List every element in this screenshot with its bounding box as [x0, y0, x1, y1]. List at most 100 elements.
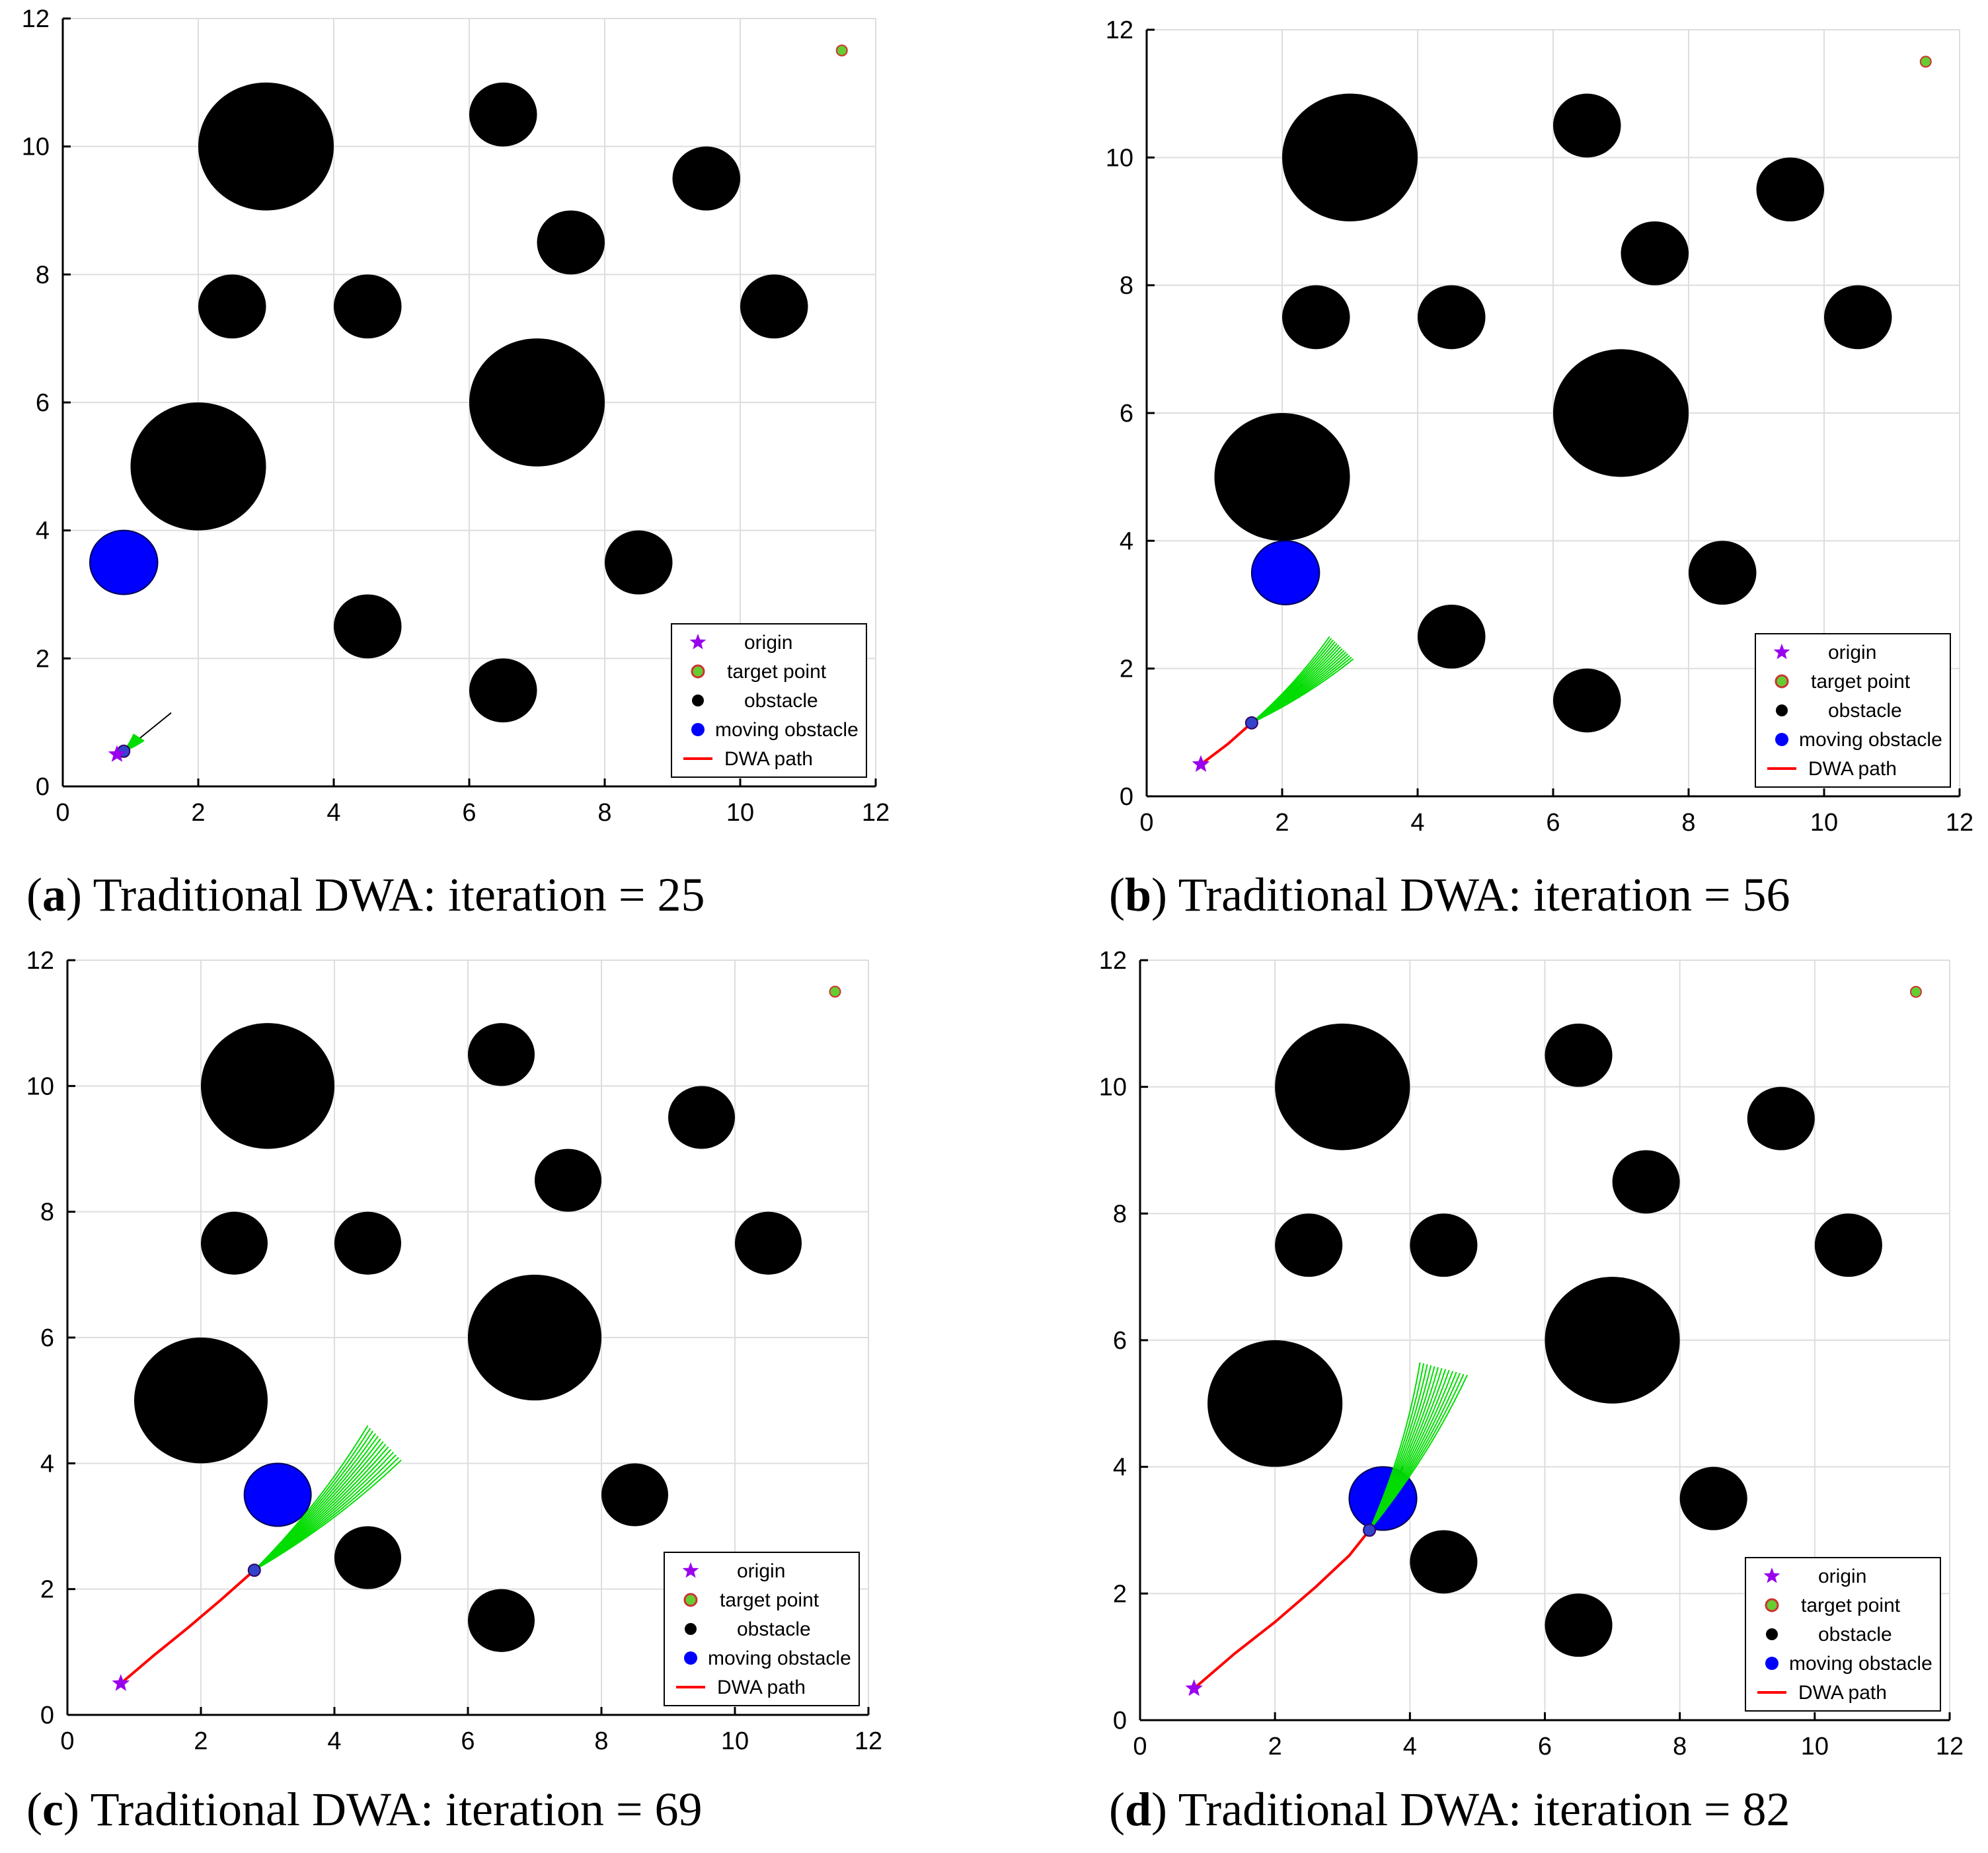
target-marker	[1919, 56, 1932, 68]
legend-obstacle-icon	[685, 1623, 697, 1635]
x-tick-label: 2	[1268, 1733, 1282, 1760]
y-tick-label: 4	[1120, 527, 1133, 555]
obstacle-marker	[468, 1274, 601, 1401]
x-tick-label: 8	[1681, 809, 1695, 837]
robot-marker	[247, 1564, 261, 1577]
x-tick-label: 4	[326, 799, 340, 827]
x-tick-label: 10	[1810, 809, 1838, 837]
obstacle-marker	[668, 1086, 735, 1149]
x-tick-label: 4	[1410, 809, 1424, 837]
obstacle-marker	[1275, 1023, 1410, 1151]
obstacle-marker	[1689, 541, 1757, 605]
obstacle-marker	[1545, 1277, 1680, 1404]
obstacle-marker	[130, 402, 266, 531]
obstacle-marker	[1747, 1086, 1815, 1151]
obstacle-marker	[469, 658, 537, 723]
x-tick-label: 12	[1946, 809, 1973, 837]
legend-moving-obstacle-icon	[1765, 1657, 1778, 1670]
y-tick-label: 6	[40, 1324, 54, 1352]
caption-paren-open: (	[26, 1783, 42, 1836]
legend-label: target point	[727, 661, 827, 683]
obstacle-marker	[201, 1211, 268, 1275]
panel-caption: (c) Traditional DWA: iteration = 69	[26, 1783, 702, 1836]
obstacle-marker	[1545, 1023, 1613, 1087]
caption-text: Traditional DWA: iteration = 82	[1167, 1783, 1790, 1836]
obstacle-marker	[334, 1211, 401, 1275]
legend-box	[664, 1552, 860, 1706]
legend: origin target point obstacle moving obstacl…	[1745, 1557, 1941, 1712]
legend-label: moving obstacle	[1799, 729, 1942, 751]
target-marker	[829, 985, 841, 998]
legend-label: DWA path	[1798, 1682, 1887, 1704]
legend-label: obstacle	[1818, 1624, 1892, 1645]
legend-obstacle-icon	[692, 695, 704, 706]
y-tick-label: 2	[36, 645, 50, 673]
legend-moving-obstacle-icon	[684, 1651, 697, 1665]
y-tick-label: 8	[36, 261, 50, 289]
y-tick-label: 10	[1106, 144, 1133, 172]
legend-moving-obstacle-icon	[1775, 733, 1788, 746]
obstacle-marker	[469, 338, 605, 467]
trajectory-fan	[254, 1425, 402, 1571]
legend-label: obstacle	[737, 1618, 811, 1640]
panels: 0 2 4 6 8 10 12 0 2 4 6 8 10 12 origin target point obst…	[22, 5, 1973, 1836]
y-tick-label: 12	[1106, 17, 1133, 44]
legend-label: moving obstacle	[1789, 1653, 1932, 1675]
x-tick-label: 10	[726, 799, 754, 827]
legend-label: origin	[1818, 1566, 1866, 1587]
legend-label: DWA path	[724, 748, 813, 770]
obstacle-marker	[334, 594, 402, 659]
trajectory-line	[1251, 658, 1354, 724]
caption-text: Traditional DWA: iteration = 69	[79, 1783, 703, 1836]
obstacle-marker	[535, 1149, 601, 1212]
caption-text: Traditional DWA: iteration = 56	[1167, 868, 1790, 921]
robot-marker	[1244, 716, 1258, 730]
legend-label: origin	[744, 632, 792, 654]
legend-origin-icon	[1763, 1568, 1780, 1583]
legend-label: obstacle	[1828, 700, 1902, 722]
caption-text: Traditional DWA: iteration = 25	[82, 868, 705, 921]
dwa-path-line	[120, 1569, 256, 1684]
obstacle-marker	[1756, 157, 1824, 221]
data-layer	[89, 44, 848, 762]
obstacle-marker	[672, 146, 740, 211]
legend-target-icon	[683, 1593, 698, 1607]
caption-paren-close: )	[1151, 868, 1167, 921]
obstacle-marker	[334, 274, 402, 339]
legend-label: target point	[1801, 1595, 1901, 1616]
y-tick-label: 10	[26, 1073, 54, 1100]
legend-obstacle-icon	[1766, 1628, 1778, 1640]
y-tick-label: 6	[1113, 1327, 1127, 1355]
legend-label: moving obstacle	[715, 719, 859, 741]
legend-label: origin	[1828, 642, 1876, 663]
y-tick-label: 0	[40, 1702, 54, 1729]
obstacle-marker	[201, 1023, 334, 1149]
trajectory-fan	[1251, 636, 1354, 724]
trajectory-line	[254, 1459, 402, 1571]
x-tick-label: 0	[60, 1727, 74, 1755]
y-tick-label: 4	[40, 1450, 54, 1478]
moving-obstacle-marker	[1250, 540, 1320, 606]
obstacle-marker	[1418, 285, 1486, 350]
obstacle-marker	[1545, 1593, 1613, 1657]
panel-caption: (b) Traditional DWA: iteration = 56	[1109, 868, 1790, 921]
x-tick-label: 2	[191, 799, 205, 827]
obstacle-marker	[1679, 1466, 1747, 1531]
y-tick-label: 2	[1120, 656, 1133, 683]
obstacle-marker	[1410, 1530, 1478, 1594]
obstacle-marker	[537, 210, 605, 275]
obstacle-marker	[1612, 1150, 1680, 1214]
x-tick-label: 2	[194, 1727, 208, 1755]
caption-paren-open: (	[1109, 868, 1125, 921]
x-tick-label: 10	[721, 1727, 749, 1755]
y-tick-label: 2	[1113, 1580, 1127, 1608]
origin-marker	[112, 1674, 130, 1691]
y-tick-label: 0	[1113, 1707, 1127, 1735]
legend-box	[671, 623, 867, 778]
obstacle-marker	[468, 1023, 535, 1086]
x-tick-label: 6	[1538, 1733, 1552, 1760]
y-tick-label: 12	[22, 5, 50, 33]
legend-moving-obstacle-icon	[691, 723, 705, 736]
